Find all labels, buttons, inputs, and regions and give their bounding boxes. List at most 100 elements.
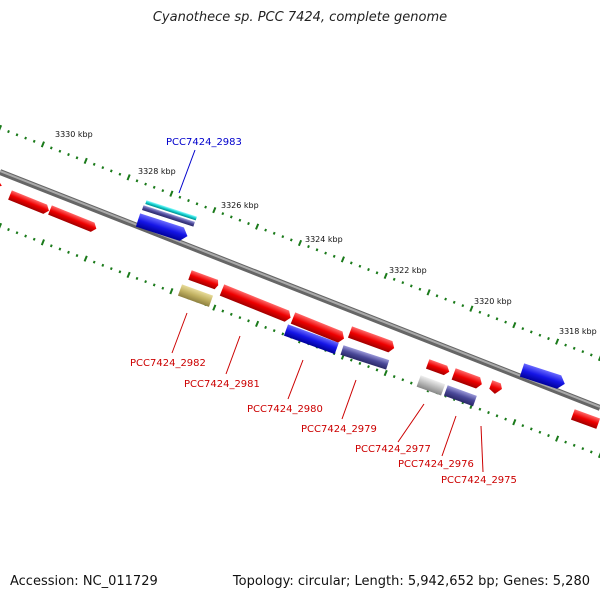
gene-arrow bbox=[570, 409, 600, 429]
gene-arrow bbox=[188, 270, 219, 290]
minor-tick bbox=[272, 231, 276, 235]
minor-tick bbox=[178, 195, 182, 199]
minor-tick bbox=[75, 156, 79, 160]
major-tick bbox=[83, 157, 88, 165]
minor-tick bbox=[195, 202, 199, 206]
minor-tick bbox=[521, 327, 525, 331]
major-tick bbox=[383, 272, 388, 280]
gene-label-2983: PCC7424_2983 bbox=[166, 137, 242, 148]
minor-tick bbox=[49, 146, 53, 150]
tick-labels: 3330 kbp 3328 kbp 3326 kbp 3324 kbp 3322… bbox=[55, 130, 597, 336]
minor-tick bbox=[7, 129, 10, 134]
minor-tick bbox=[7, 227, 10, 232]
minor-tick bbox=[32, 237, 36, 241]
minor-tick bbox=[495, 317, 499, 321]
minor-tick bbox=[349, 358, 353, 362]
gene-arrow-2975 bbox=[489, 380, 502, 394]
map-title: Cyanothece sp. PCC 7424, complete genome bbox=[152, 10, 448, 25]
minor-tick bbox=[375, 271, 379, 275]
gene-arrow bbox=[8, 190, 49, 214]
minor-tick bbox=[118, 172, 122, 176]
minor-tick bbox=[589, 450, 593, 454]
minor-tick bbox=[161, 286, 165, 290]
minor-tick bbox=[332, 254, 336, 258]
major-tick bbox=[255, 223, 260, 230]
gene-labels[interactable]: PCC7424_2983 PCC7424_2982 PCC7424_2981 P… bbox=[130, 137, 517, 486]
minor-tick bbox=[307, 244, 310, 249]
minor-tick bbox=[521, 424, 525, 428]
minor-tick bbox=[67, 250, 70, 254]
minor-tick bbox=[152, 283, 156, 287]
minor-tick bbox=[349, 261, 353, 265]
major-tick bbox=[555, 435, 560, 442]
tick-label: 3328 kbp bbox=[138, 167, 176, 176]
minor-tick bbox=[504, 417, 508, 421]
gene-arrow-2982 bbox=[177, 284, 214, 307]
minor-tick bbox=[221, 212, 225, 216]
gene-arrow bbox=[451, 368, 482, 389]
minor-tick bbox=[92, 260, 96, 264]
minor-tick bbox=[529, 427, 533, 431]
gene-label-2982: PCC7424_2982 bbox=[130, 358, 206, 369]
minor-tick bbox=[358, 361, 362, 365]
major-tick bbox=[597, 354, 600, 362]
minor-tick bbox=[435, 294, 439, 298]
minor-tick bbox=[152, 185, 156, 189]
minor-tick bbox=[24, 234, 28, 238]
gene-arrow-2980 bbox=[283, 324, 339, 355]
minor-tick bbox=[495, 414, 499, 418]
minor-tick bbox=[572, 443, 576, 447]
minor-tick bbox=[15, 133, 19, 137]
gene-arrow bbox=[290, 312, 344, 343]
minor-tick bbox=[529, 330, 533, 334]
minor-tick bbox=[58, 149, 62, 153]
major-tick bbox=[0, 222, 3, 230]
minor-tick bbox=[281, 332, 285, 336]
minor-tick bbox=[204, 205, 208, 209]
genome-summary-text: Topology: circular; Length: 5,942,652 bp… bbox=[232, 574, 590, 589]
minor-tick bbox=[487, 313, 490, 318]
gene-label-2981: PCC7424_2981 bbox=[184, 379, 260, 390]
gene-arrow-2976 bbox=[443, 385, 477, 407]
gene-arrow bbox=[48, 205, 97, 232]
minor-tick bbox=[589, 353, 593, 357]
major-tick bbox=[512, 321, 517, 329]
gene-arrow-2983-cyan bbox=[145, 200, 197, 221]
major-tick bbox=[212, 304, 217, 311]
minor-tick bbox=[118, 270, 122, 274]
minor-tick bbox=[289, 238, 293, 242]
minor-tick bbox=[24, 136, 28, 140]
minor-tick bbox=[581, 350, 585, 354]
outer-tick-row bbox=[0, 124, 600, 362]
gene-label-2980: PCC7424_2980 bbox=[247, 404, 323, 415]
minor-tick bbox=[564, 440, 568, 444]
minor-tick bbox=[49, 244, 53, 248]
gene-label-2979: PCC7424_2979 bbox=[301, 424, 377, 435]
major-tick bbox=[340, 256, 345, 263]
major-tick bbox=[0, 124, 3, 132]
minor-tick bbox=[444, 297, 448, 301]
minor-tick bbox=[281, 235, 285, 239]
minor-tick bbox=[247, 319, 250, 323]
minor-tick bbox=[375, 368, 379, 372]
minor-tick bbox=[67, 152, 70, 157]
gene-label-2976: PCC7424_2976 bbox=[398, 459, 474, 470]
major-tick bbox=[126, 174, 131, 181]
major-tick bbox=[169, 288, 174, 295]
minor-tick bbox=[547, 336, 550, 341]
minor-tick bbox=[367, 267, 370, 272]
minor-tick bbox=[367, 365, 370, 369]
gene-arrow-2979 bbox=[340, 345, 390, 370]
forward-strand-genes[interactable] bbox=[0, 172, 197, 243]
minor-tick bbox=[504, 320, 508, 324]
minor-tick bbox=[229, 215, 233, 219]
minor-tick bbox=[478, 310, 482, 314]
gene-arrow-2981 bbox=[219, 284, 291, 322]
reverse-strand-genes[interactable] bbox=[177, 270, 600, 429]
minor-tick bbox=[187, 198, 190, 203]
minor-tick bbox=[547, 433, 550, 438]
minor-tick bbox=[452, 300, 456, 304]
gene-arrow bbox=[347, 326, 395, 353]
gene-arrow bbox=[519, 363, 565, 389]
